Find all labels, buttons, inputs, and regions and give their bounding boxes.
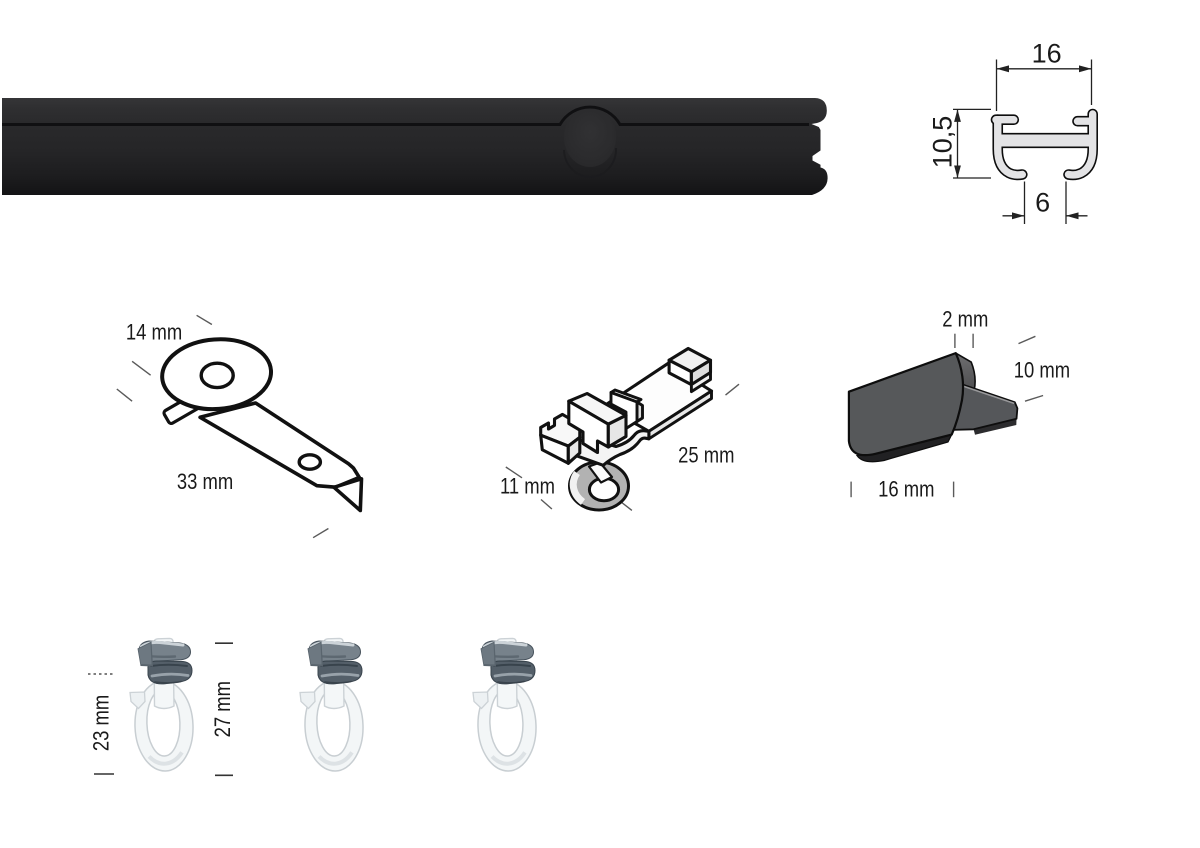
svg-text:2 mm: 2 mm	[942, 307, 988, 332]
svg-text:11 mm: 11 mm	[500, 474, 555, 499]
svg-text:10,5: 10,5	[928, 116, 958, 169]
svg-text:33 mm: 33 mm	[177, 469, 233, 494]
svg-text:25 mm: 25 mm	[678, 443, 734, 468]
svg-text:27 mm: 27 mm	[210, 681, 235, 737]
svg-text:23 mm: 23 mm	[89, 695, 114, 751]
svg-text:16: 16	[1032, 39, 1062, 69]
svg-text:10 mm: 10 mm	[1014, 358, 1070, 383]
svg-text:14 mm: 14 mm	[126, 320, 182, 345]
svg-text:16 mm: 16 mm	[878, 477, 934, 502]
svg-text:6: 6	[1035, 188, 1050, 218]
